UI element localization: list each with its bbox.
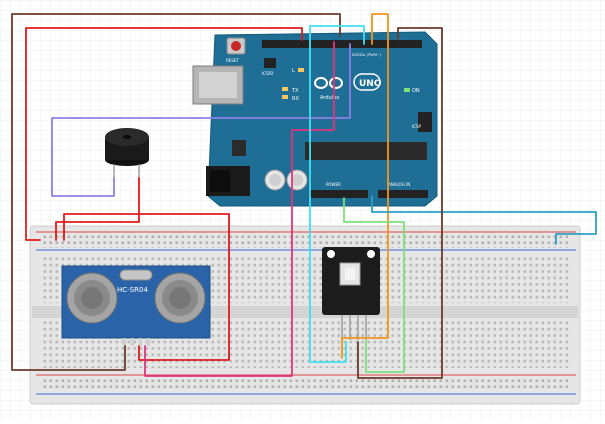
wire-cyan-to-sensor[interactable]	[309, 39, 347, 363]
capacitor-2-top	[291, 174, 303, 186]
logo-model-text: UNO	[359, 79, 382, 89]
wire-red-5v-rail[interactable]	[25, 27, 303, 241]
arduino-logo	[314, 73, 381, 91]
dc-jack-icon	[206, 166, 250, 196]
capacitor-1-top	[269, 174, 281, 186]
wire-cyan-sensor[interactable]	[309, 25, 365, 45]
sensor-model-label: HC-SR04	[117, 286, 148, 294]
rgb-led-core	[345, 268, 355, 280]
arduino-uno-board: RESET ICSP ICSP2 L TX RX ON	[192, 31, 438, 207]
usb-port-icon	[192, 65, 244, 105]
wire-brown-right[interactable]	[357, 27, 443, 379]
sensor-transducer-right	[154, 272, 206, 324]
piezo-buzzer-icon	[105, 128, 149, 180]
analog-header	[378, 190, 428, 198]
digital-header	[262, 40, 422, 48]
wire-orange-led[interactable]	[341, 13, 389, 359]
arduino-pcb	[207, 31, 438, 207]
logo-brand-text: Arduino	[320, 95, 339, 101]
icsp-header	[418, 112, 432, 132]
rgb-module-hole-2	[367, 250, 375, 258]
on-led	[404, 88, 410, 92]
reset-label: RESET	[226, 58, 239, 63]
tx-led	[282, 87, 288, 91]
rx-label: RX	[292, 96, 299, 102]
l-led	[298, 68, 304, 72]
wire-red-buzzer[interactable]	[55, 177, 140, 241]
wire-purple-buzzer[interactable]	[51, 43, 351, 197]
wire-magenta-sensor[interactable]	[144, 41, 335, 377]
power-label: POWER	[326, 182, 341, 187]
voltage-regulator	[232, 140, 246, 156]
rx-led	[282, 95, 288, 99]
icsp2-header	[264, 58, 276, 68]
sensor-pin-echo	[139, 338, 142, 346]
sensor-crystal	[119, 269, 153, 281]
top-rail-holes	[42, 235, 570, 248]
sensor-pin-vcc	[123, 338, 126, 346]
rgb-module-hole	[327, 250, 335, 258]
digital-label: DIGITAL (PWM~)	[352, 53, 382, 57]
rgb-led-module	[322, 247, 380, 340]
ultrasonic-sensor: HC-SR04	[61, 265, 211, 346]
wire-brown-left[interactable]	[11, 13, 341, 371]
reset-button[interactable]	[226, 37, 246, 55]
bottom-rail-holes	[42, 378, 570, 391]
icsp2-label: ICSP2	[262, 71, 274, 76]
on-label: ON	[412, 88, 420, 94]
sensor-pin-gnd	[147, 338, 150, 346]
wire-green-led[interactable]	[343, 197, 405, 373]
icsp-label: ICSP	[412, 124, 422, 129]
analog-label: ANALOG IN	[388, 182, 410, 187]
sensor-transducer-left	[66, 272, 118, 324]
wire-blue-rail[interactable]	[371, 195, 597, 245]
l-label: L	[292, 68, 295, 74]
wire-red-sensor-vcc[interactable]	[63, 213, 230, 361]
sensor-pin-trig	[131, 338, 134, 346]
tx-label: TX	[291, 88, 299, 94]
atmega-chip	[305, 142, 427, 160]
power-header	[310, 190, 368, 198]
